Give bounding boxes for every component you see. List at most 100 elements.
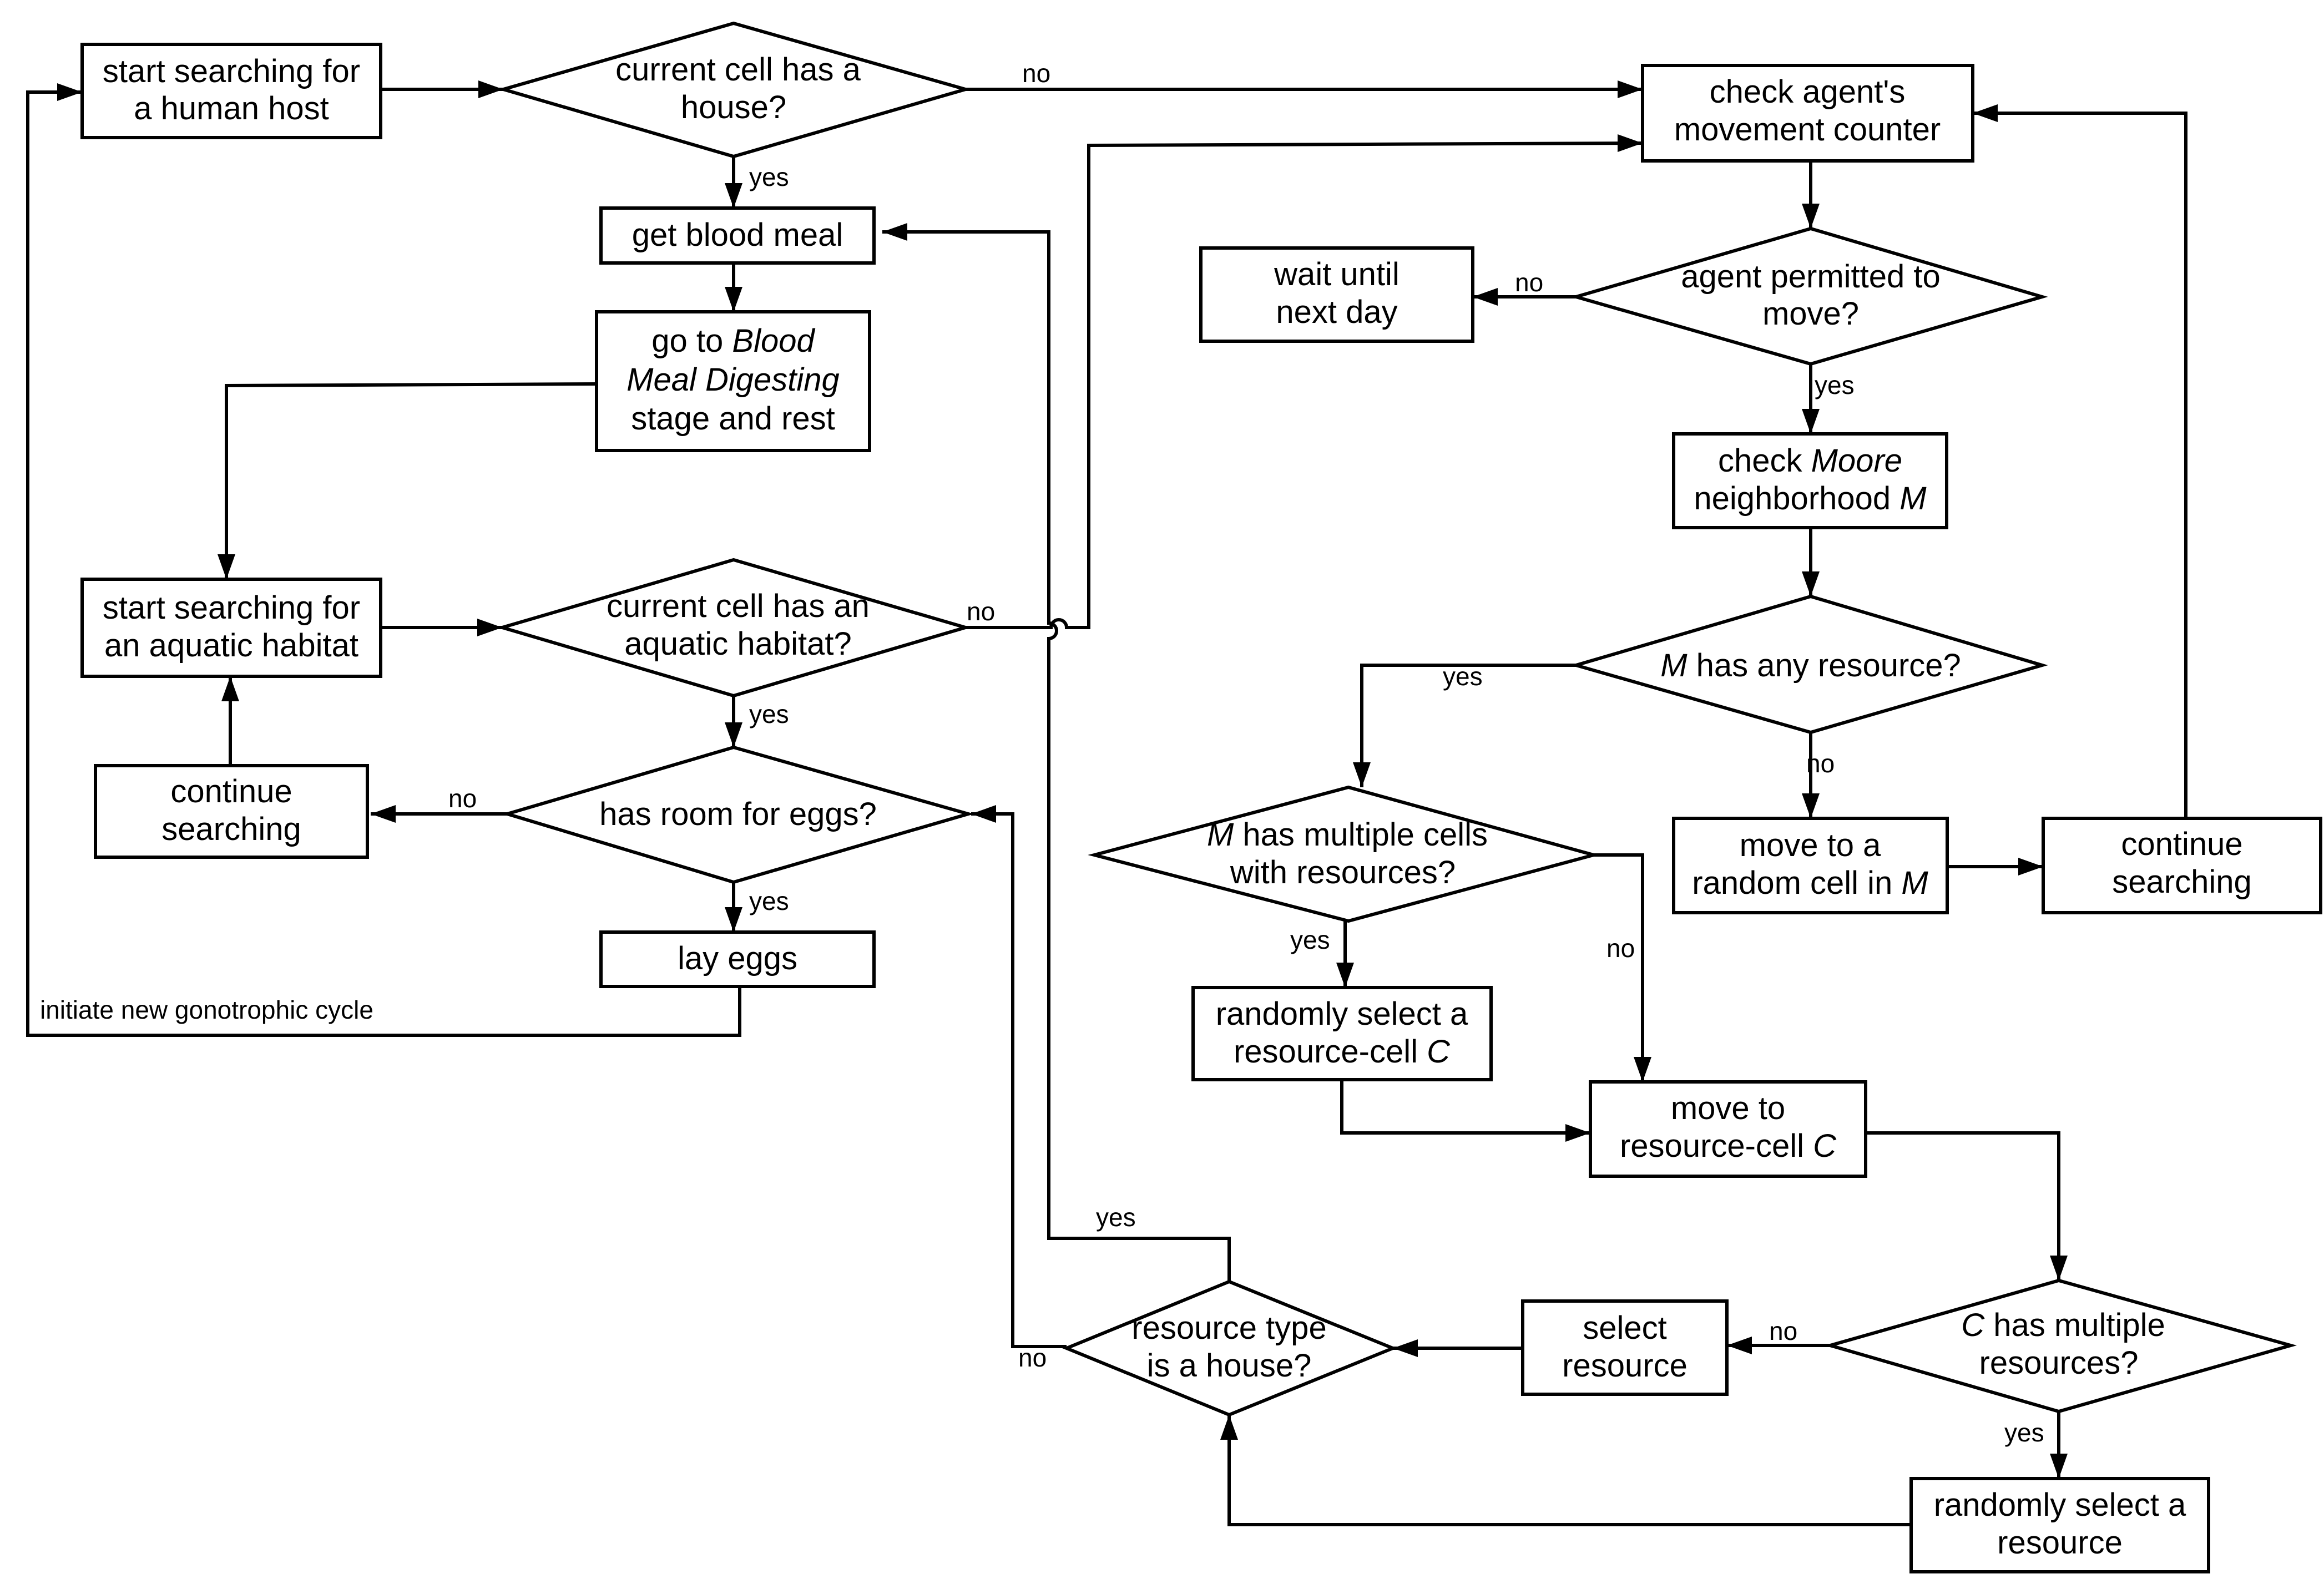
move-cell-box: move to resource-cell C (1589, 1080, 1867, 1178)
digest-line1: go to Blood (651, 323, 815, 359)
label-multi-yes: yes (1290, 925, 1330, 954)
head-wait (1473, 288, 1498, 306)
head-room (725, 722, 742, 747)
wait-box: wait until next day (1199, 246, 1474, 343)
permitted-decision: agent permitted to move? (1570, 226, 2048, 366)
permitted-line1: agent permitted to (1681, 259, 1941, 295)
arrow-housetype-yes (882, 230, 1231, 1282)
lay-eggs-text: lay eggs (678, 940, 797, 976)
label-house-yes: yes (749, 163, 789, 191)
move-cell-line1: move to (1671, 1090, 1785, 1126)
select-cell-line1: randomly select a (1216, 996, 1468, 1032)
head-blood (725, 183, 742, 208)
random-cell-box: move to a random cell in M (1672, 817, 1949, 914)
continue-left-line1: continue (170, 773, 292, 809)
head-c-multi (2050, 1256, 2068, 1281)
arrow-aquatic-no (966, 141, 1643, 629)
select-resource-box: select resource (1521, 1299, 1729, 1396)
digest-line3: stage and rest (631, 401, 835, 437)
house-decision: current cell has a house? (497, 21, 972, 159)
head-aquatic-box (218, 554, 235, 579)
label-housetype-no: no (1018, 1343, 1047, 1372)
arrowheads (57, 80, 2068, 1479)
random-resource-line1: randomly select a (1934, 1487, 2186, 1523)
head-blood-return (882, 223, 907, 241)
head-continue-right (2018, 858, 2043, 875)
head-aquatic-up (221, 676, 239, 701)
wait-line2: next day (1276, 294, 1397, 330)
label-housetype-yes: yes (1096, 1203, 1136, 1232)
head-any (1802, 571, 1820, 596)
c-multi-line2: resources? (1979, 1345, 2139, 1381)
label-permitted-yes: yes (1815, 371, 1855, 399)
label-aquatic-yes: yes (749, 700, 789, 728)
label-room-no: no (448, 784, 477, 813)
continue-right-box: continue searching (2042, 817, 2322, 914)
arrow-new-cycle (26, 90, 741, 1037)
start-host-box: start searching for a human host (80, 43, 382, 139)
label-cmulti-yes: yes (2004, 1418, 2044, 1447)
select-cell-line2: resource-cell C (1234, 1034, 1451, 1070)
c-multi-line1: C has multiple (1961, 1307, 2165, 1343)
start-host-line1: start searching for (103, 53, 360, 89)
head-permitted (1802, 204, 1820, 229)
edge-labels: no yes no yes no yes initiate new gonotr… (40, 59, 2044, 1447)
moore-box: check Moore neighborhood M (1672, 432, 1948, 529)
random-resource-line2: resource (1997, 1525, 2123, 1561)
head-counter-no (1618, 80, 1643, 98)
random-resource-box: randomly select a resource (1909, 1477, 2210, 1573)
head-random-res (2050, 1454, 2068, 1479)
check-counter-box: check agent's movement counter (1641, 64, 1974, 163)
arrow-movec-cmulti (1866, 1131, 2060, 1281)
moore-line2: neighborhood M (1694, 480, 1927, 517)
continue-left-box: continue searching (94, 764, 369, 859)
digest-box: go to Blood Meal Digesting stage and res… (595, 310, 871, 452)
house-type-line1: resource type (1131, 1310, 1326, 1346)
head-host (57, 83, 82, 101)
head-counter-right (1973, 104, 1998, 122)
head-aquatic-q (477, 619, 502, 636)
house-type-line2: is a house? (1147, 1348, 1312, 1384)
blood-meal-box: get blood meal (599, 206, 876, 265)
room-q-text: has room for eggs? (599, 796, 877, 832)
head-move-c (1565, 1124, 1590, 1142)
aquatic-decision: current cell has an aquatic habitat? (496, 558, 972, 698)
head-move-c-down (1634, 1057, 1651, 1082)
counter-line2: movement counter (1674, 112, 1941, 148)
head-house-type-up (1220, 1415, 1238, 1440)
head-counter-aq (1618, 134, 1643, 152)
head-select-c (1336, 963, 1354, 988)
room-decision: has room for eggs? (501, 745, 974, 884)
label-any-no: no (1806, 749, 1835, 778)
c-multi-decision: C has multiple resources? (1824, 1278, 2297, 1414)
continue-right-line2: searching (2112, 864, 2251, 900)
moore-line1: check Moore (1718, 443, 1902, 479)
continue-left-line2: searching (161, 811, 301, 847)
head-lay (725, 907, 742, 932)
start-aquatic-line1: start searching for (103, 590, 360, 626)
multi-cells-line1: M has multiple cells (1207, 817, 1488, 853)
aquatic-q-line1: current cell has an (607, 588, 870, 624)
lay-eggs-box: lay eggs (599, 930, 876, 988)
head-random-cell (1802, 793, 1820, 818)
house-q-line2: house? (681, 89, 786, 125)
multi-cells-line2: with resources? (1230, 854, 1456, 890)
wait-line1: wait until (1274, 256, 1400, 292)
select-resource-line2: resource (1562, 1348, 1688, 1384)
head-house-type (1393, 1339, 1418, 1357)
head-digest (725, 287, 742, 312)
label-permitted-no: no (1515, 268, 1543, 297)
continue-right-line1: continue (2121, 826, 2242, 862)
arrow-any-yes (1360, 664, 1576, 787)
head-continue-left (371, 805, 396, 823)
move-cell-line2: resource-cell C (1620, 1128, 1837, 1164)
head-moore (1802, 409, 1820, 434)
select-resource-line1: select (1583, 1310, 1667, 1346)
multi-cells-decision: M has multiple cells with resources? (1088, 785, 1600, 923)
start-aquatic-box: start searching for an aquatic habitat (80, 578, 382, 678)
label-multi-no: no (1606, 934, 1635, 963)
label-aquatic-no: no (967, 597, 995, 626)
counter-line1: check agent's (1710, 74, 1906, 110)
arrow-multi-no (1594, 853, 1644, 1082)
any-res-text: M has any resource? (1660, 647, 1961, 684)
